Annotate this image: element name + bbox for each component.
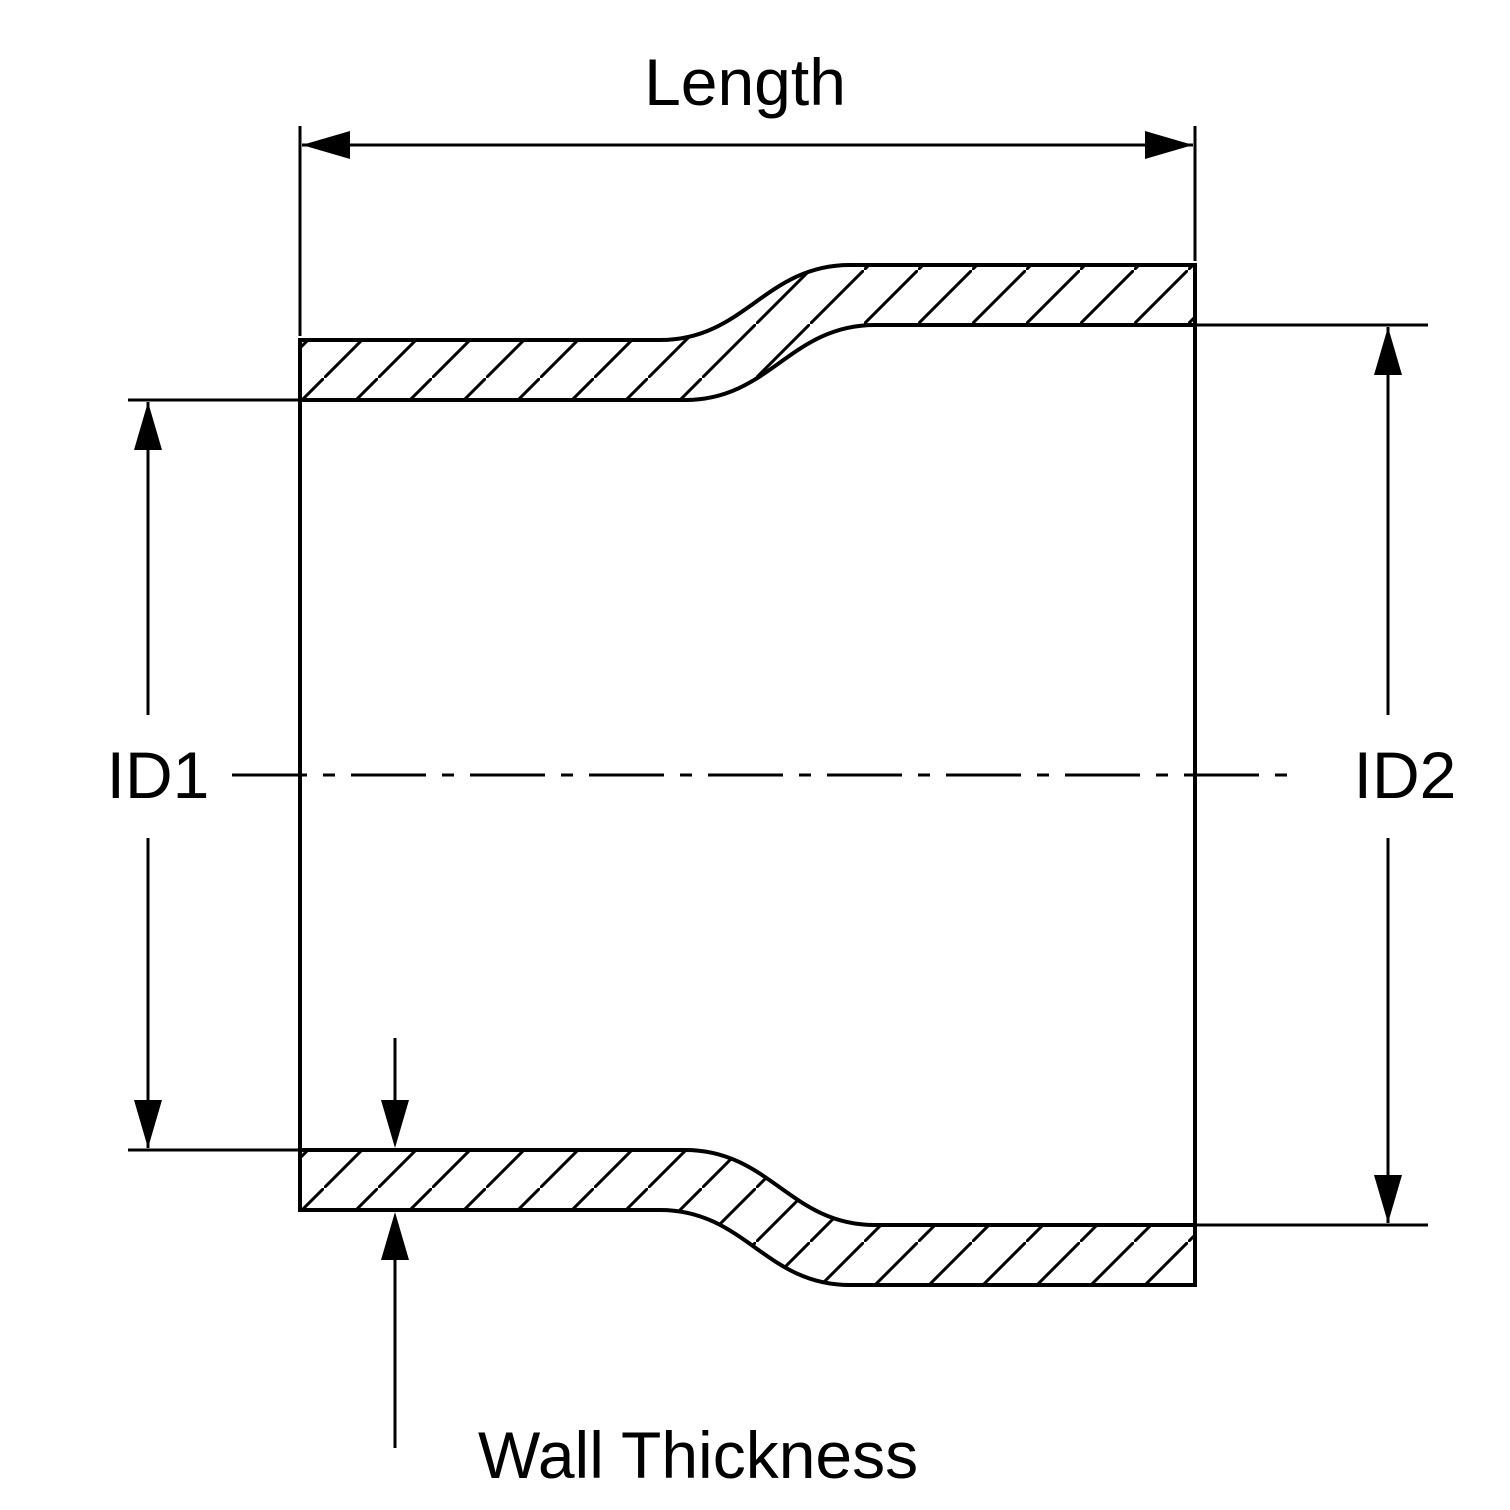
wall-thickness-arrow-up bbox=[381, 1212, 409, 1260]
bottom-wall bbox=[298, 1148, 1197, 1287]
top-wall bbox=[298, 263, 1197, 402]
wall-thickness-label: Wall Thickness bbox=[478, 1418, 918, 1492]
wall-thickness-arrow-down bbox=[381, 1100, 409, 1148]
length-arrow-left bbox=[302, 131, 350, 159]
id2-dimension: ID2 bbox=[1197, 323, 1457, 1227]
id2-arrow-up bbox=[1374, 327, 1402, 375]
wall-thickness-dimension: Wall Thickness bbox=[381, 1038, 918, 1492]
coupler-body bbox=[232, 263, 1292, 1287]
id1-dimension: ID1 bbox=[107, 398, 300, 1152]
id2-arrow-down bbox=[1374, 1175, 1402, 1223]
length-label: Length bbox=[644, 45, 846, 119]
id2-label: ID2 bbox=[1354, 738, 1457, 812]
id1-label: ID1 bbox=[107, 738, 210, 812]
length-dimension: Length bbox=[298, 45, 1197, 336]
length-arrow-right bbox=[1145, 131, 1193, 159]
id1-arrow-up bbox=[134, 402, 162, 450]
id1-arrow-down bbox=[134, 1100, 162, 1148]
